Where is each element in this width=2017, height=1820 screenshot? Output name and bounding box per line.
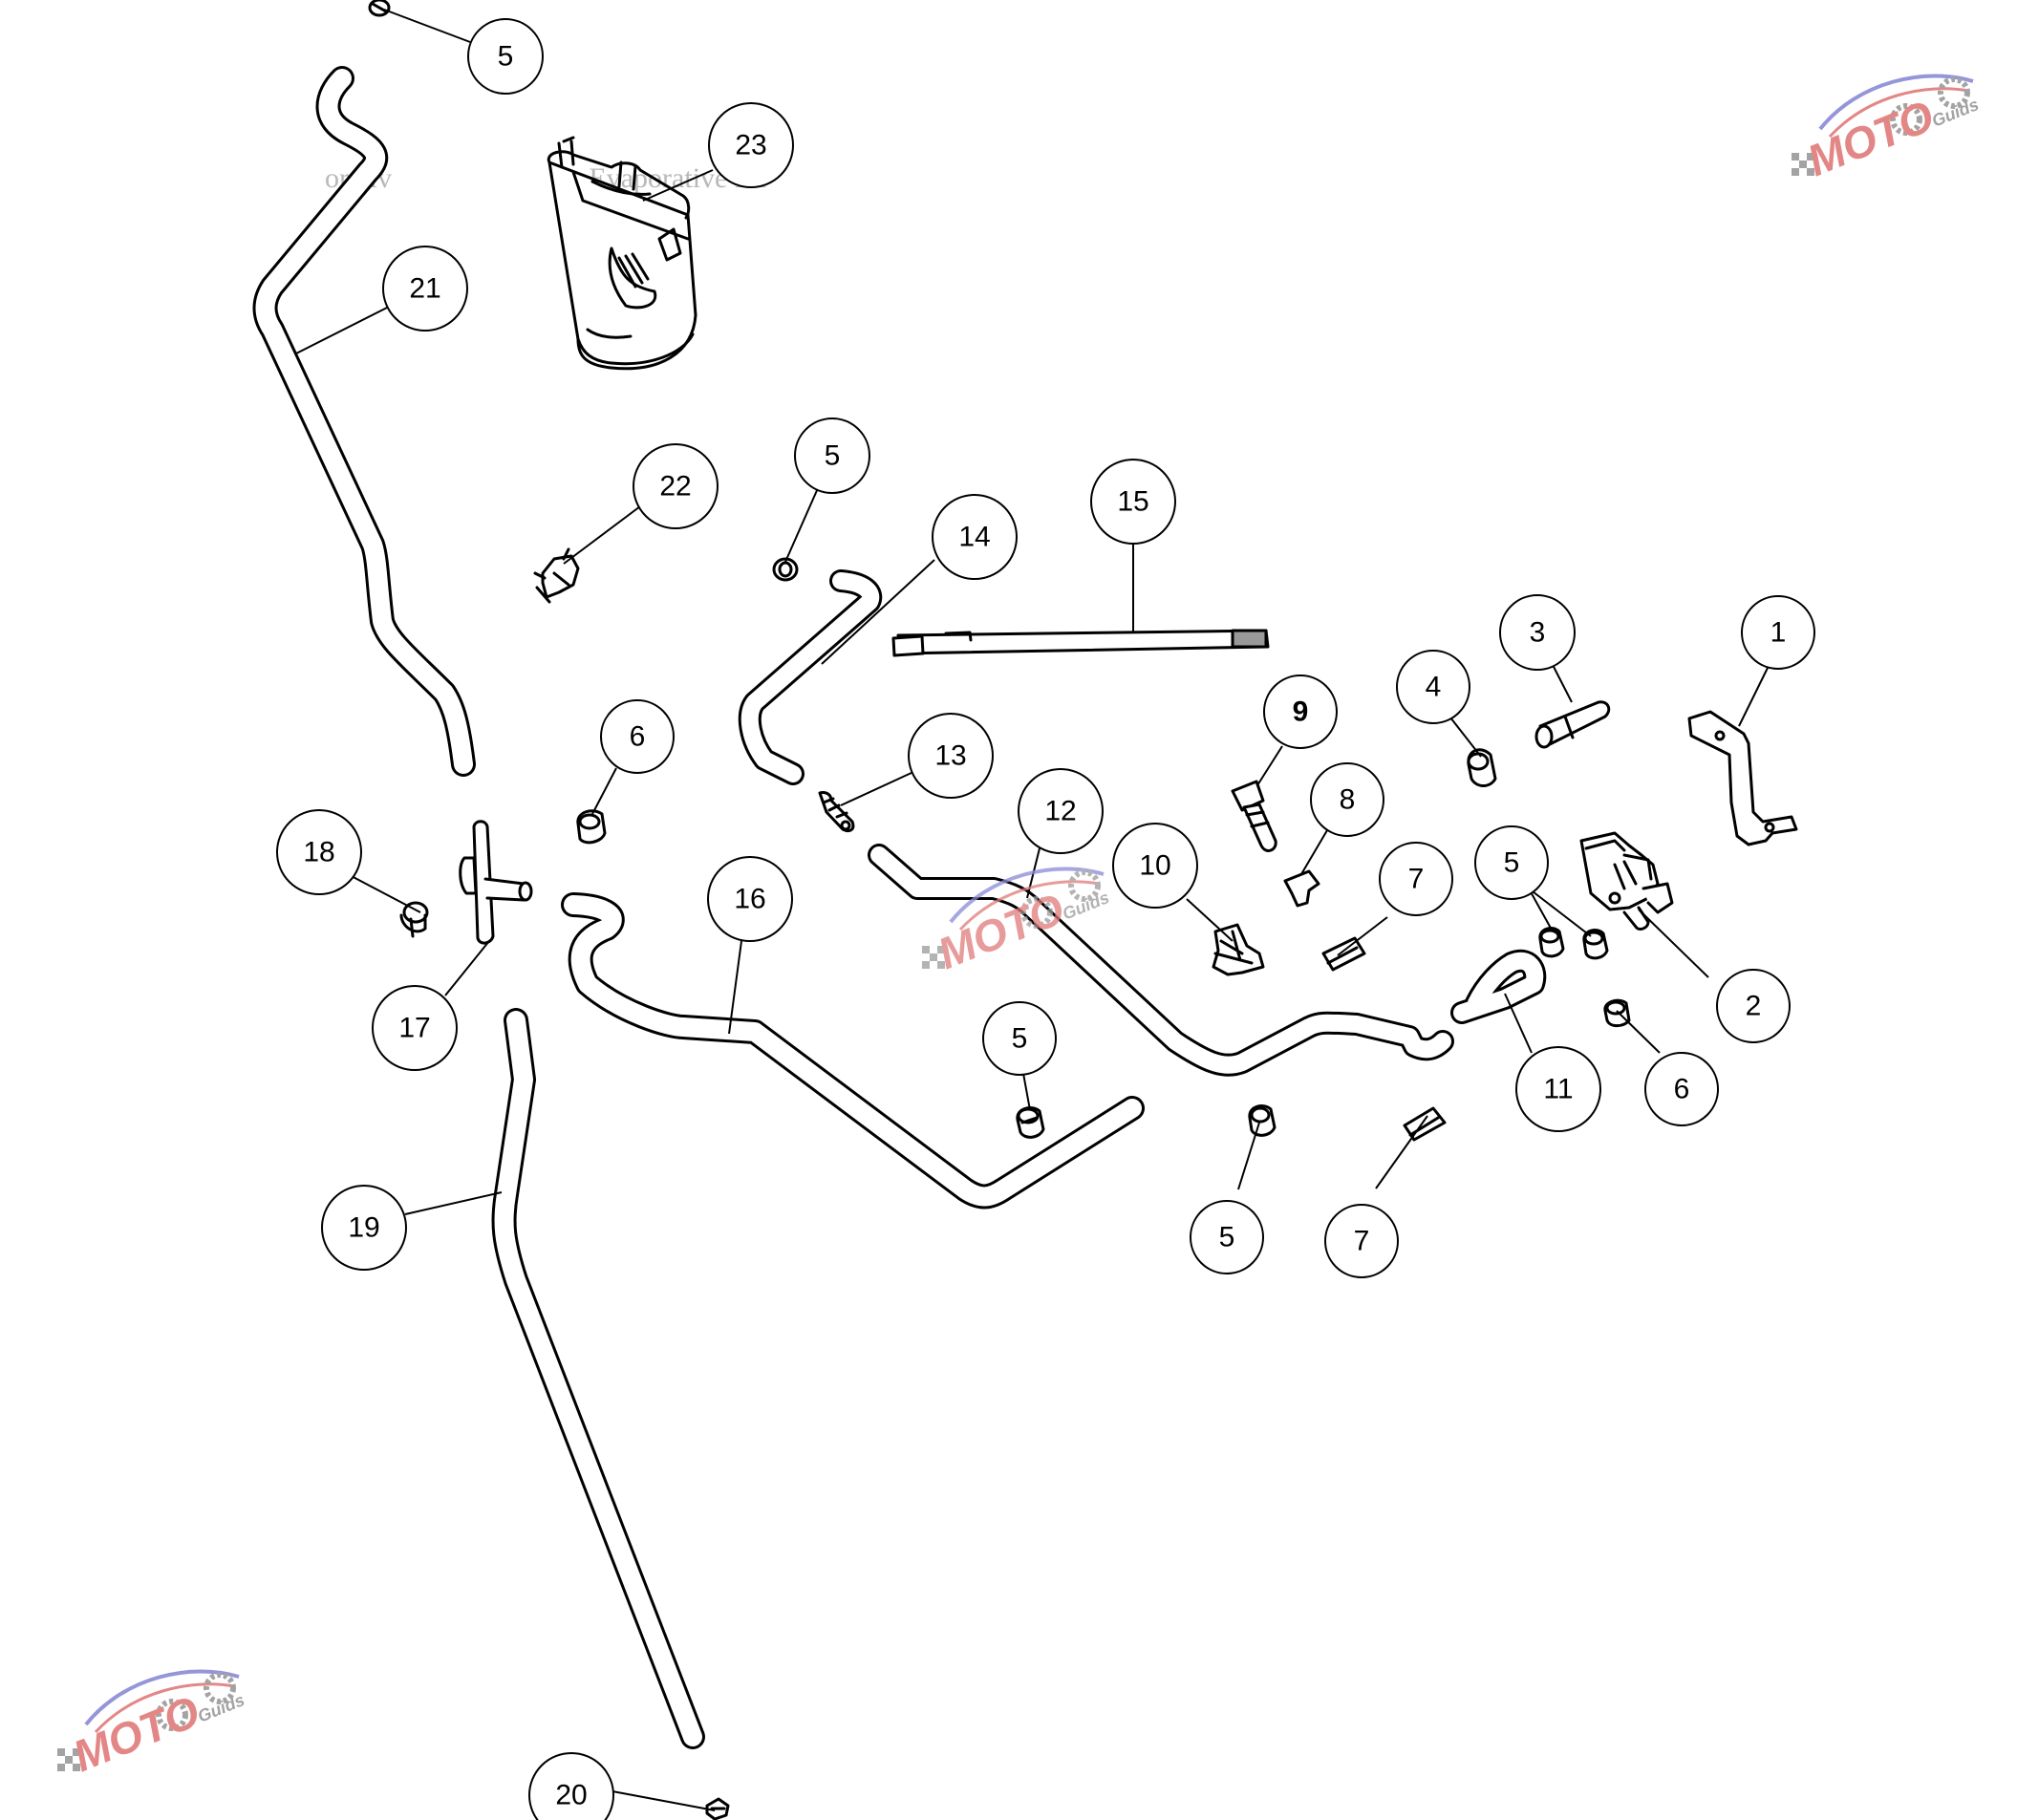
- leader-lines: [295, 9, 1770, 1811]
- part-fitting-13: [818, 791, 855, 833]
- callout-20: 20: [555, 1780, 587, 1811]
- part-hose-12: [868, 844, 1454, 1077]
- watermark-logo-bottom-left: MOTO Guids: [57, 1671, 247, 1781]
- callout-1: 1: [1770, 617, 1787, 649]
- callout-6: 6: [1674, 1074, 1690, 1105]
- part-clip-7-b: [1403, 1106, 1447, 1142]
- part-clamp-5-d: [1016, 1106, 1045, 1139]
- callout-4: 4: [1426, 672, 1442, 703]
- part-canister-23: [547, 136, 697, 371]
- watermark-sub-text: Guids: [1929, 95, 1982, 131]
- part-hose-11: [1450, 949, 1547, 1024]
- callout-8: 8: [1340, 784, 1356, 816]
- part-clamp-5-a: [772, 557, 799, 582]
- callout-13: 13: [934, 740, 966, 772]
- watermark-logo-top-right: MOTO Guids: [1792, 75, 1982, 185]
- watermark-sub-text: Guids: [195, 1690, 247, 1726]
- part-clip-8: [1283, 869, 1320, 908]
- part-clip-22: [533, 547, 580, 604]
- part-hose-19: [491, 1008, 705, 1749]
- callout-19: 19: [348, 1212, 379, 1244]
- callout-5: 5: [1012, 1023, 1028, 1055]
- part-tube-3: [1534, 700, 1611, 749]
- part-bolt-9: [1231, 780, 1277, 852]
- callout-18: 18: [303, 837, 334, 868]
- callout-23: 23: [735, 130, 766, 161]
- callout-17: 17: [398, 1013, 430, 1044]
- callout-12: 12: [1044, 796, 1076, 827]
- callout-5: 5: [825, 440, 841, 472]
- callout-5: 5: [1219, 1222, 1235, 1253]
- part-tee-17: [459, 820, 533, 945]
- callout-22: 22: [659, 471, 691, 503]
- part-fitting-20: [705, 1797, 730, 1820]
- part-valve-2: [1579, 831, 1674, 931]
- part-clamp-5-b: [1538, 927, 1565, 958]
- callout-9: 9: [1293, 696, 1309, 728]
- part-grommet-6-right: [1603, 998, 1631, 1028]
- part-bolt-18: [399, 901, 429, 938]
- callout-16: 16: [734, 884, 765, 915]
- callout-7: 7: [1354, 1226, 1370, 1257]
- part-clamp-5-e: [1248, 1104, 1277, 1137]
- part-hose-16: [561, 892, 1145, 1210]
- callout-7: 7: [1408, 864, 1425, 895]
- callout-21: 21: [409, 273, 440, 305]
- callout-5: 5: [1504, 847, 1520, 879]
- callout-circles: [276, 18, 1815, 1820]
- part-bracket-1: [1687, 710, 1798, 846]
- callout-14: 14: [958, 522, 990, 553]
- part-clip-7-a: [1321, 936, 1366, 972]
- watermark-sub-text: Guids: [1060, 888, 1112, 924]
- callout-11: 11: [1543, 1074, 1573, 1105]
- callout-15: 15: [1117, 486, 1148, 518]
- part-hose-14: [738, 569, 883, 785]
- callout-3: 3: [1530, 617, 1546, 649]
- part-clip-10: [1212, 923, 1265, 976]
- callout-6: 6: [630, 721, 646, 753]
- part-grommet-6-left: [576, 809, 607, 845]
- callout-labels: 5 23 21 22 5 14 15 3 1 4 9 8 6 13 12 18 …: [303, 41, 1786, 1811]
- callout-10: 10: [1139, 850, 1170, 882]
- callout-2: 2: [1746, 991, 1762, 1022]
- part-clamp-5-c: [1582, 929, 1609, 960]
- part-hose-21: [252, 66, 476, 777]
- callout-5: 5: [498, 41, 514, 73]
- part-rod-15: [891, 629, 1270, 657]
- part-clamp-4: [1467, 748, 1497, 787]
- part-clamp-5-top: [368, 0, 391, 17]
